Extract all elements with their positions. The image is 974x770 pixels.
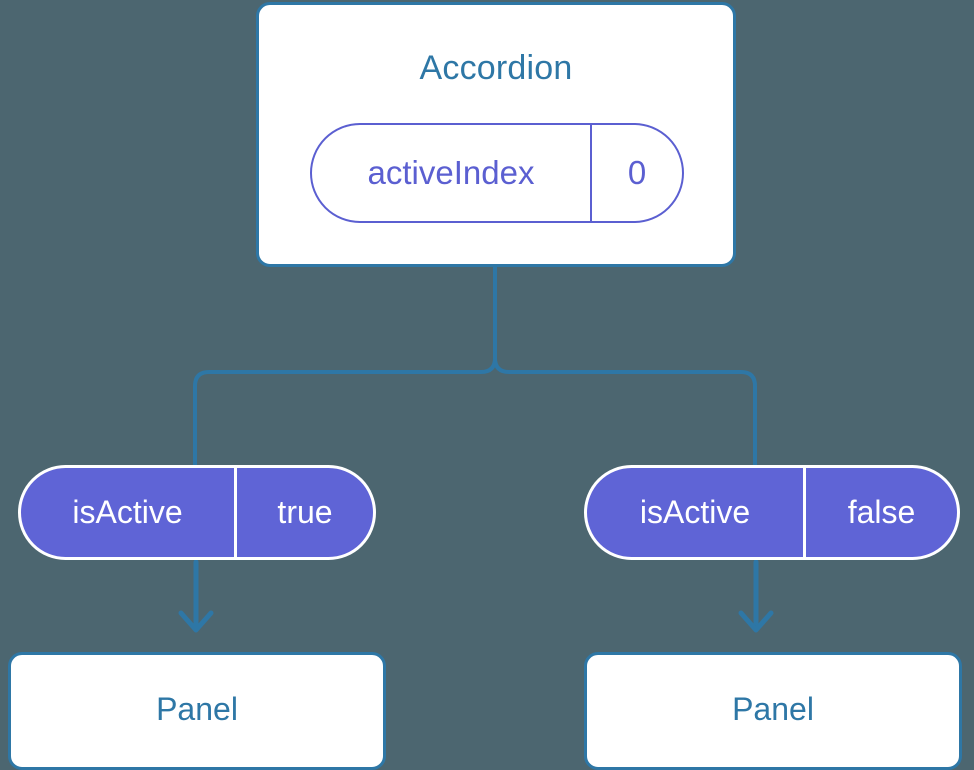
prop-pill-key: isActive: [21, 468, 237, 557]
panel-title: Panel: [732, 690, 814, 727]
prop-pill-is-active-false: isActive false: [584, 465, 960, 560]
state-pill-active-index: activeIndex 0: [310, 123, 684, 223]
prop-pill-is-active-true: isActive true: [18, 465, 376, 560]
accordion-title: Accordion: [419, 49, 573, 87]
accordion-component-card: Accordion activeIndex 0: [256, 2, 736, 267]
panel-component-card-left: Panel: [8, 652, 386, 770]
state-pill-value: 0: [627, 154, 647, 191]
prop-pill-value: false: [847, 494, 916, 530]
arrow-down-icon-left: [178, 559, 214, 633]
arrow-down-icon-right: [738, 559, 774, 633]
state-pill-key: activeIndex: [312, 125, 592, 221]
prop-pill-key: isActive: [587, 468, 806, 557]
connector-trunk: [193, 264, 497, 467]
panel-component-card-right: Panel: [584, 652, 962, 770]
connector-branch-right: [493, 356, 757, 467]
prop-pill-value: true: [277, 494, 333, 530]
panel-title: Panel: [156, 690, 238, 727]
